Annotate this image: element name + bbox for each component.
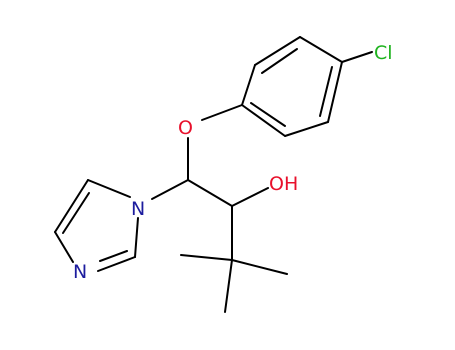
ether-oxygen-label: O (178, 117, 193, 139)
tert-butyl-group (180, 254, 288, 313)
c1-c2-bond (187, 179, 233, 207)
ring-o-bond (201, 104, 243, 121)
c2-oh-bond (231, 187, 269, 207)
c-cl-bond (341, 51, 373, 63)
chlorophenyl-ring (241, 36, 343, 137)
imidazole-n1-label: N (131, 198, 145, 220)
imidazole-ring (54, 179, 139, 272)
chlorine-label: Cl (374, 42, 393, 64)
c1-n-bond (151, 179, 189, 200)
imidazole-n3-label: N (73, 261, 87, 283)
hydroxyl-label: OH (269, 173, 298, 195)
